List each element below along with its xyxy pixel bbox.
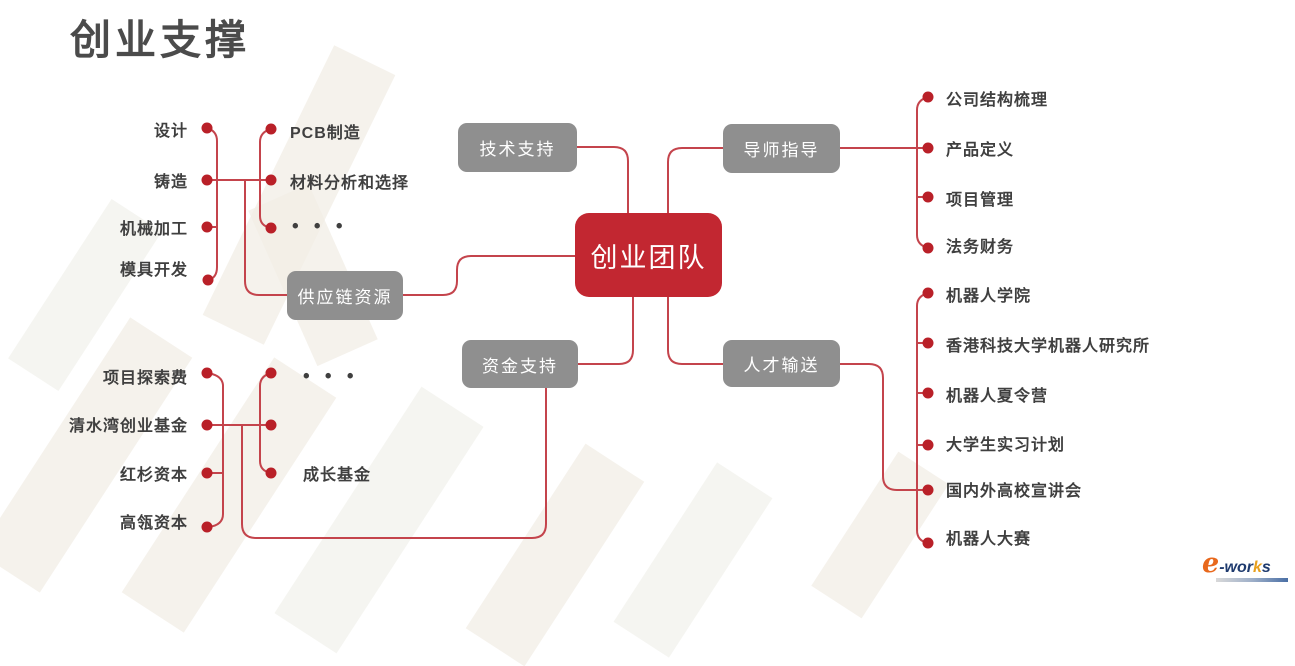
background-stripe (0, 317, 193, 593)
e-works-logo-k: k (1252, 559, 1262, 576)
center-node-startup-team: 创业团队 (575, 213, 722, 297)
leaf-internship-program: 大学生实习计划 (946, 437, 1066, 454)
leaf-legal-finance: 法务财务 (946, 239, 1015, 256)
e-works-logo-underline (1216, 578, 1288, 582)
leaf-ellipsis-funding: • • • (303, 366, 359, 387)
leaf-growth-fund: 成长基金 (303, 467, 372, 484)
branch-supply-chain: 供应链资源 (287, 271, 403, 320)
leaf-pcb-manufacturing: PCB制造 (290, 125, 361, 142)
leaf-product-definition: 产品定义 (946, 142, 1015, 159)
leaf-hkust-robotics-institute: 香港科技大学机器人研究所 (946, 338, 1151, 355)
background-stripe (465, 443, 645, 666)
e-works-logo-e: e (1202, 548, 1220, 579)
slide-canvas: { "title": "创业支撑", "center_node": "创业团队"… (0, 17, 1294, 666)
leaf-robot-competition: 机器人大赛 (946, 531, 1032, 548)
background-stripe (274, 386, 484, 654)
leaf-design: 设计 (153, 123, 188, 140)
leaf-clearwater-bay-fund: 清水湾创业基金 (68, 418, 188, 435)
leaf-robotics-academy: 机器人学院 (946, 288, 1032, 305)
background-stripe (121, 357, 337, 633)
page-title: 创业支撑 (70, 17, 250, 63)
leaf-project-exploration-fee: 项目探索费 (102, 370, 188, 387)
leaf-company-structure: 公司结构梳理 (946, 92, 1049, 109)
leaf-hillhouse-capital: 高瓴资本 (119, 515, 188, 532)
branch-talent-delivery: 人才输送 (723, 340, 840, 387)
e-works-logo-text: -wor (1219, 559, 1253, 576)
background-stripe (811, 451, 949, 619)
leaf-university-roadshow: 国内外高校宣讲会 (946, 483, 1083, 500)
leaf-casting: 铸造 (153, 174, 188, 191)
leaf-robot-summer-camp: 机器人夏令营 (946, 388, 1049, 405)
e-works-logo-text2: s (1261, 559, 1271, 576)
branch-tech-support: 技术支持 (458, 123, 577, 172)
leaf-mold-development: 模具开发 (119, 262, 188, 279)
background-stripe (613, 462, 773, 658)
e-works-logo: e-works (1202, 550, 1294, 582)
leaf-project-management: 项目管理 (946, 192, 1015, 209)
leaf-machining: 机械加工 (119, 221, 188, 238)
branch-funding-support: 资金支持 (462, 340, 578, 388)
leaf-ellipsis-manufacturing: • • • (292, 216, 348, 237)
leaf-material-analysis: 材料分析和选择 (290, 175, 410, 192)
leaf-sequoia-capital: 红杉资本 (119, 467, 188, 484)
branch-mentor-guidance: 导师指导 (723, 124, 840, 173)
